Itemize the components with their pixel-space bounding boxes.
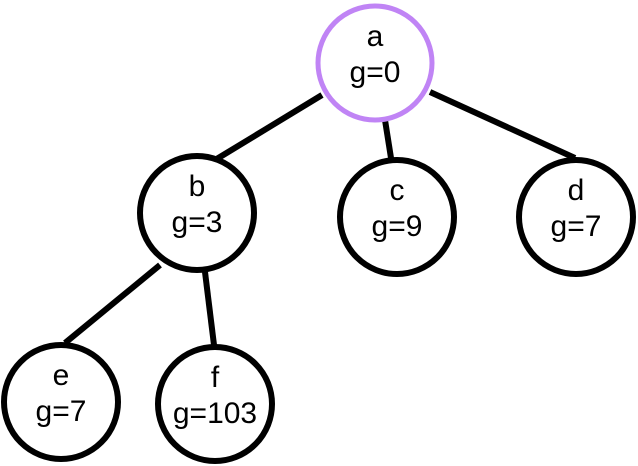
node-a-cost: g=0 bbox=[350, 56, 401, 89]
node-b: bg=3 bbox=[137, 153, 257, 273]
node-a-circle bbox=[315, 3, 435, 123]
edges-layer bbox=[63, 89, 577, 346]
edge-b-f bbox=[202, 271, 217, 346]
node-e-name: e bbox=[53, 359, 70, 392]
node-f-circle bbox=[155, 344, 275, 464]
node-d-cost: g=7 bbox=[551, 210, 602, 243]
node-a-name: a bbox=[367, 20, 384, 53]
node-a: ag=0 bbox=[315, 3, 435, 123]
nodes-layer: ag=0bg=3cg=9dg=7eg=7fg=103 bbox=[1, 3, 636, 464]
edge-a-d bbox=[428, 89, 577, 161]
edge-b-e bbox=[63, 262, 162, 346]
node-e: eg=7 bbox=[1, 342, 121, 462]
node-c-circle bbox=[337, 157, 457, 277]
node-c-cost: g=9 bbox=[372, 210, 423, 243]
node-e-cost: g=7 bbox=[36, 395, 87, 428]
node-d-name: d bbox=[568, 174, 585, 207]
node-f-name: f bbox=[211, 361, 220, 394]
node-c: cg=9 bbox=[337, 157, 457, 277]
node-c-name: c bbox=[390, 174, 405, 207]
node-f-cost: g=103 bbox=[173, 397, 257, 430]
node-d-circle bbox=[516, 157, 636, 277]
node-d: dg=7 bbox=[516, 157, 636, 277]
node-f: fg=103 bbox=[155, 344, 275, 464]
edge-a-c bbox=[382, 119, 394, 159]
node-e-circle bbox=[1, 342, 121, 462]
edge-a-b bbox=[213, 92, 324, 163]
node-b-cost: g=3 bbox=[172, 206, 223, 239]
node-b-name: b bbox=[189, 170, 206, 203]
node-b-circle bbox=[137, 153, 257, 273]
